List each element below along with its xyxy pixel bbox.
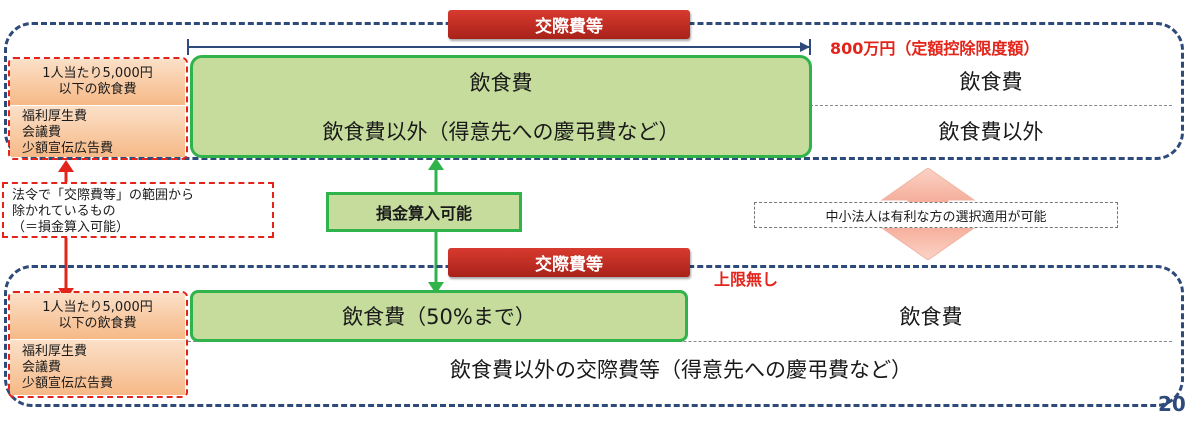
top-green-meal-text: 飲食費 (469, 71, 533, 95)
bottom-left-welfare-cell: 福利厚生費 会議費 少額宣伝広告費 (10, 340, 185, 395)
top-section-title: 交際費等 (448, 10, 690, 39)
bottom-section-title: 交際費等 (448, 248, 690, 277)
bottom-right-meal-cell: 飲食費 (899, 305, 963, 329)
top-deductible-green-box (190, 55, 812, 158)
bottom-left-meal-cell: 1人当たり5,000円 以下の飲食費 (10, 293, 185, 339)
top-left-welfare-cell: 福利厚生費 会議費 少額宣伝広告費 (10, 106, 185, 157)
bottom-deductible-green-box (190, 290, 688, 342)
top-right-divider (810, 105, 1172, 106)
top-limit-label: 800万円（定額控除限度額） (830, 39, 1040, 58)
page-number: 20 (1158, 392, 1186, 416)
deductible-label-box: 損金算入可能 (326, 192, 522, 232)
bottom-other-entertainment-cell: 飲食費以外の交際費等（得意先への慶弔費など） (450, 358, 912, 382)
top-right-meal-cell: 飲食費 (959, 70, 1023, 94)
limit-bracket (187, 39, 811, 55)
top-right-other-cell: 飲食費以外 (938, 120, 1044, 144)
bottom-green-meal-text: 飲食費（50%まで） (342, 305, 536, 329)
top-green-other-text: 飲食費以外（得意先への慶弔費など） (322, 120, 680, 144)
bottom-limit-label: 上限無し (714, 270, 779, 289)
excluded-note-box: 法令で「交際費等」の範囲から 除かれているもの （＝損金算入可能） (2, 182, 274, 238)
top-left-excluded-column: 1人当たり5,000円 以下の飲食費 福利厚生費 会議費 少額宣伝広告費 (8, 57, 188, 160)
sme-selection-note: 中小法人は有利な方の選択適用が可能 (754, 202, 1118, 228)
bottom-left-excluded-column: 1人当たり5,000円 以下の飲食費 福利厚生費 会議費 少額宣伝広告費 (8, 291, 188, 398)
top-left-meal-cell: 1人当たり5,000円 以下の飲食費 (10, 59, 185, 105)
